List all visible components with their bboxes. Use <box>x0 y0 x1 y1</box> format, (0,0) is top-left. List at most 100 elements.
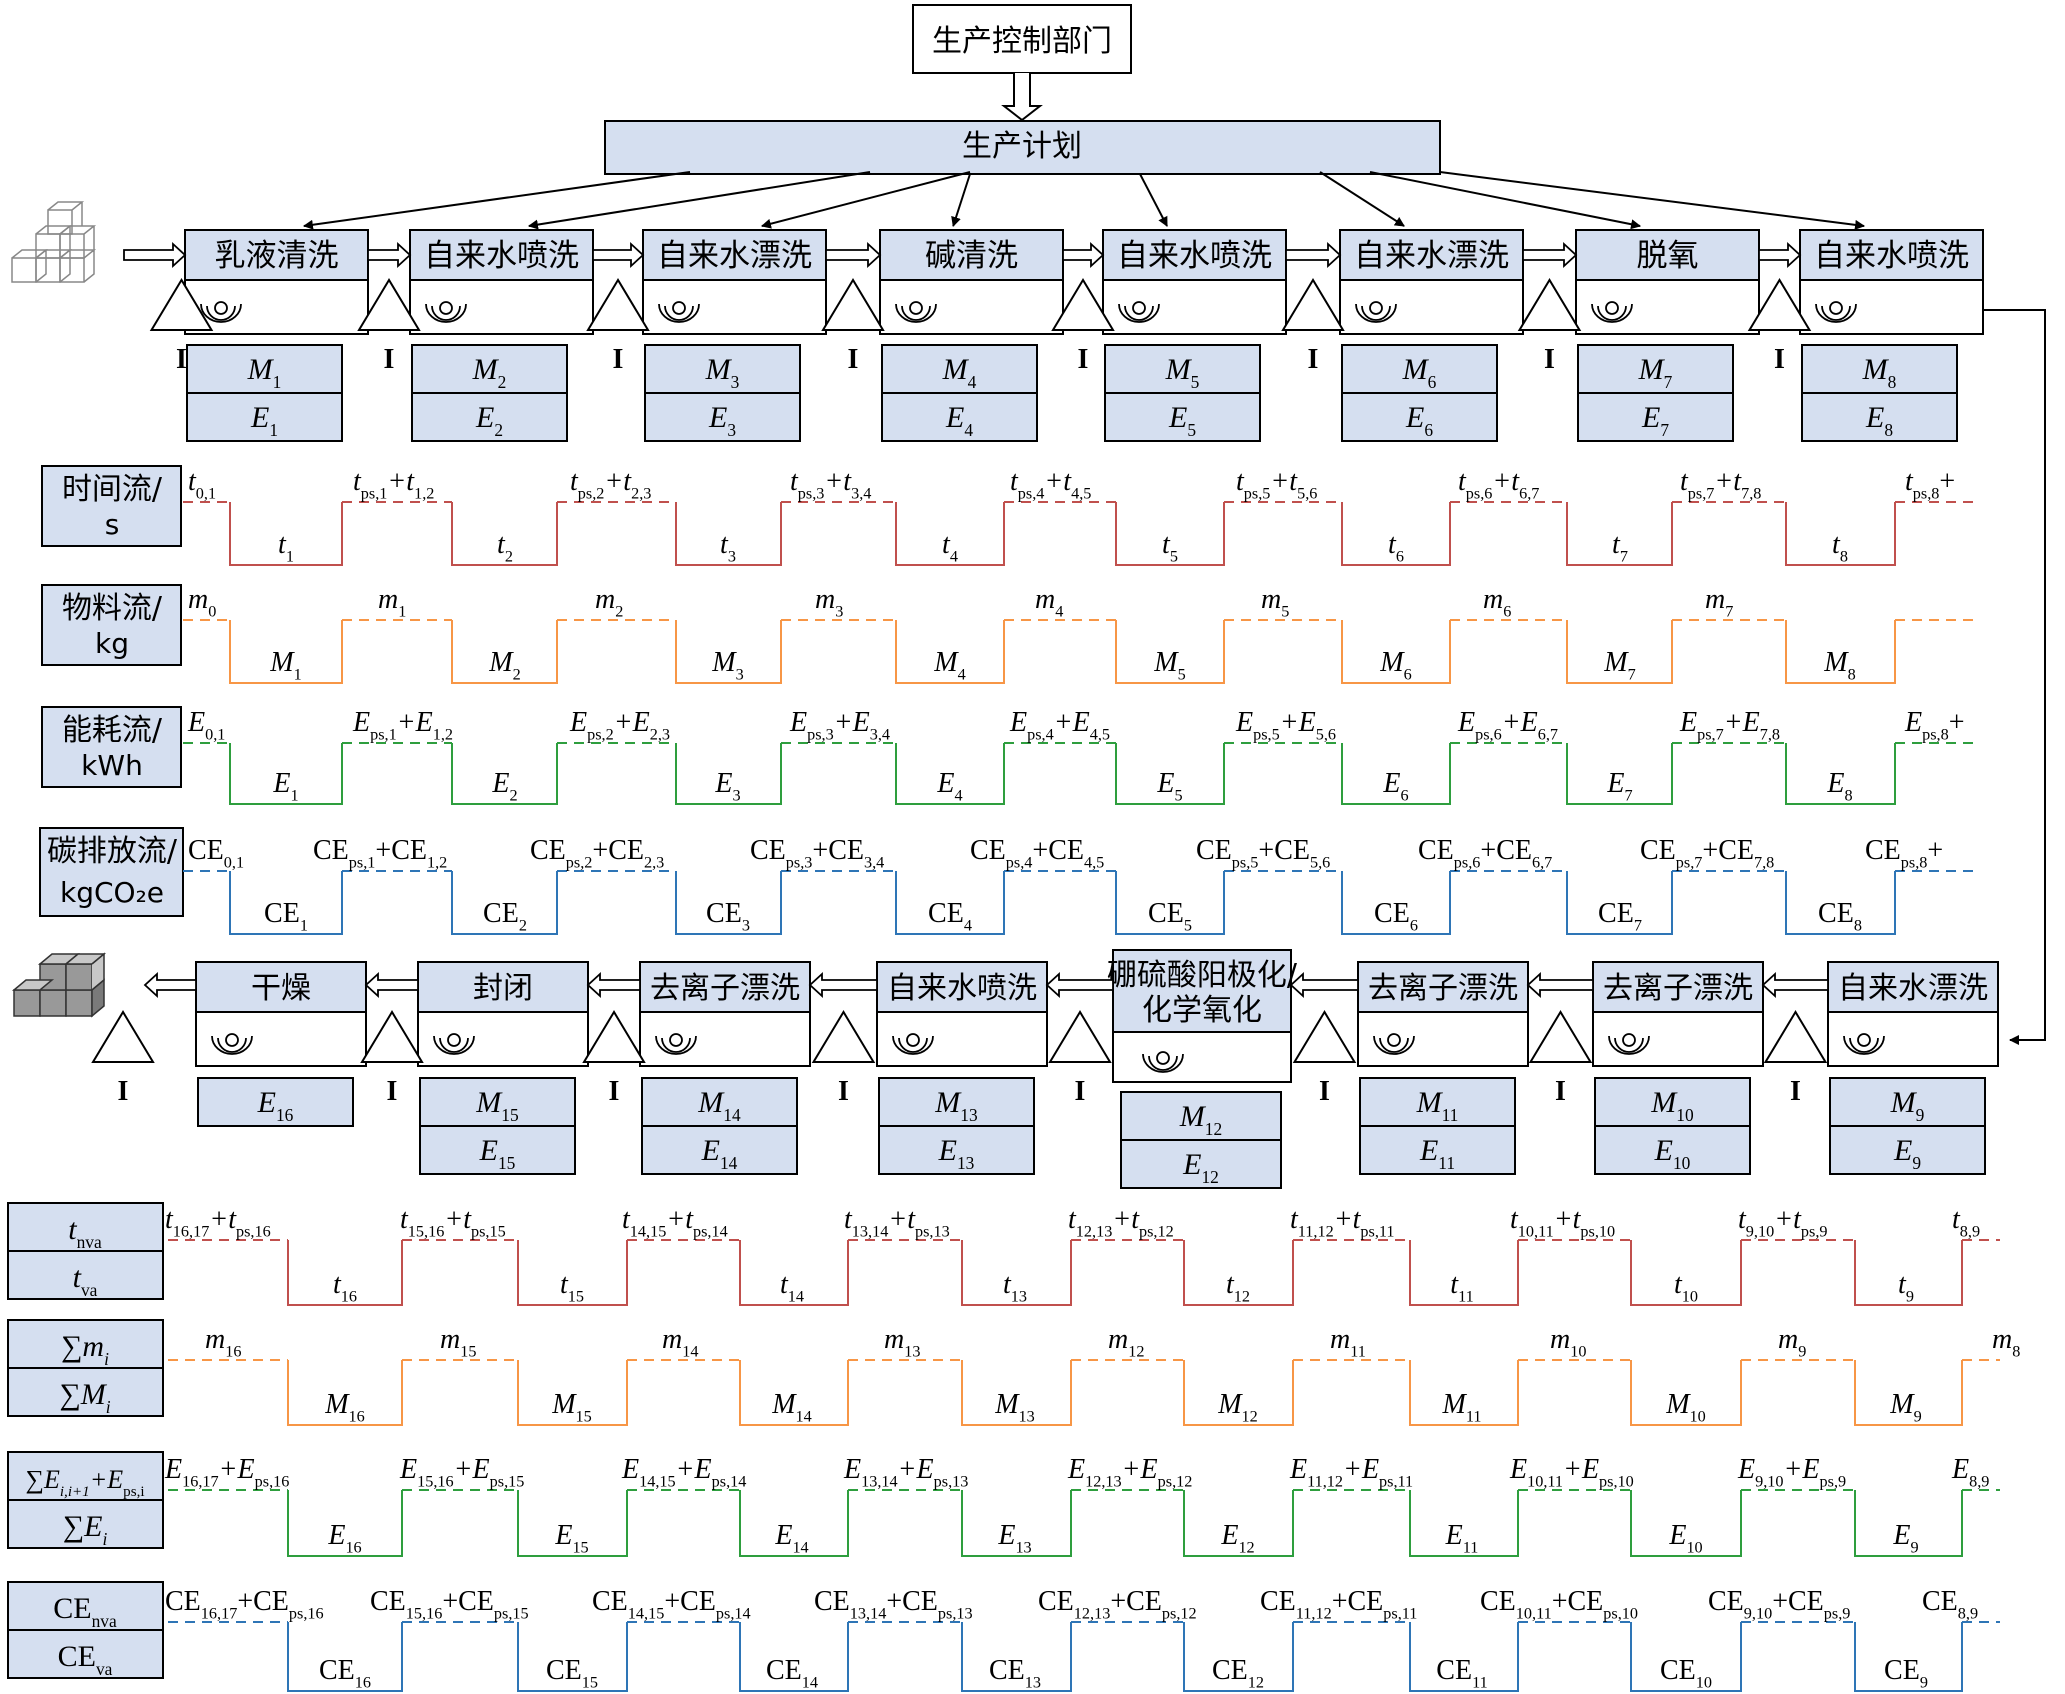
flow-nva-label: m14 <box>662 1324 698 1360</box>
va-segment <box>517 1490 628 1557</box>
va-segment <box>895 743 1005 805</box>
flow-nva-label: CE13,14+CEps,13 <box>814 1586 973 1622</box>
flow-nva-label: m9 <box>1778 1324 1806 1360</box>
energy-value: E12 <box>1182 1148 1219 1187</box>
row-label-top: tnva <box>68 1213 102 1252</box>
operator-icon <box>1142 1051 1184 1073</box>
push-arrow <box>825 241 882 269</box>
material-value: M6 <box>1402 353 1437 392</box>
flow-nva-label: m0 <box>188 584 216 620</box>
plan-arrow <box>302 171 691 230</box>
va-segment <box>739 1360 849 1426</box>
process-name: 硼硫酸阳极化/化学氧化 <box>1107 958 1298 1028</box>
inventory-triangle: I <box>360 1010 424 1107</box>
energy-value: E7 <box>1641 401 1669 440</box>
inventory-label: I <box>1544 344 1555 375</box>
material-value: M14 <box>697 1086 741 1125</box>
flow-nva-label: CEps,4+CE4,5 <box>970 835 1104 871</box>
flow-va-label: M1 <box>269 647 301 683</box>
flow-va-label: E1 <box>272 768 298 804</box>
energy-value: E16 <box>257 1086 294 1125</box>
flow-va-label: t2 <box>497 529 513 565</box>
va-segment <box>1115 871 1225 935</box>
flow-va-label: M2 <box>488 647 520 683</box>
inventory-label: I <box>1075 1076 1086 1107</box>
energy-value: E4 <box>945 401 973 440</box>
process-name: 自来水喷洗 <box>1117 238 1272 274</box>
process-name: 自来水漂洗 <box>1838 971 1988 1006</box>
energy-value: E10 <box>1654 1134 1691 1173</box>
inventory-triangle: I <box>821 278 885 375</box>
flow-va-label: t6 <box>1388 529 1404 565</box>
flow-nva-label: E0,1 <box>187 707 225 743</box>
flow-nva-label: CE9,10+CEps,9 <box>1708 1586 1850 1622</box>
flow-va-label: E13 <box>997 1520 1031 1556</box>
va-segment <box>895 502 1005 566</box>
raw-material-icon <box>11 201 97 283</box>
va-segment <box>287 1490 403 1557</box>
flow-va-label: CE11 <box>1436 1655 1487 1691</box>
va-segment <box>1409 1360 1519 1426</box>
flow-va-label: M14 <box>771 1389 812 1425</box>
production-control-label: 生产控制部门 <box>932 24 1112 59</box>
process-name: 自来水漂洗 <box>1354 238 1509 274</box>
material-value: M1 <box>247 353 282 392</box>
row-label-bottom: tva <box>73 1261 98 1300</box>
flow-nva-label: t15,16+tps,15 <box>400 1204 506 1240</box>
va-segment <box>1566 743 1673 805</box>
material-value: M10 <box>1650 1086 1694 1125</box>
flow-nva-label: CEps,5+CE5,6 <box>1196 835 1330 871</box>
va-segment <box>1341 743 1451 805</box>
va-segment <box>451 871 558 935</box>
push-arrow <box>367 241 412 269</box>
flow-nva-label: Eps,5+E5,6 <box>1235 707 1336 743</box>
flow-nva-label: Eps,8+ <box>1904 707 1965 743</box>
flow-va-label: M13 <box>994 1389 1035 1425</box>
row-label-bottom: ∑Ei <box>63 1510 108 1549</box>
flow-va-label: M8 <box>1823 647 1855 683</box>
inventory-triangle: I <box>1051 278 1115 375</box>
energy-value: E5 <box>1168 401 1196 440</box>
va-segment <box>961 1240 1072 1306</box>
va-segment <box>229 743 343 805</box>
flow-nva-label: m16 <box>205 1324 241 1360</box>
flow-nva-label: E10,11+Eps,10 <box>1509 1454 1634 1490</box>
operator-icon <box>1843 1033 1885 1055</box>
flow-va-label: M6 <box>1379 647 1411 683</box>
row-label-6: ∑mi∑Mi <box>7 1319 164 1417</box>
row-label-bottom: CEva <box>58 1640 113 1679</box>
push-arrow <box>1062 241 1105 269</box>
row-label-2: 物料流/kg <box>41 584 182 666</box>
row-label-top: ∑Ei,i+1+Eps,i <box>25 1465 144 1500</box>
va-segment <box>1630 1360 1742 1426</box>
row-label-7: ∑Ei,i+1+Eps,i ∑Ei <box>7 1451 164 1549</box>
material-value: M3 <box>705 353 740 392</box>
flow-nva-label: t13,14+tps,13 <box>844 1204 950 1240</box>
process-name: 自来水喷洗 <box>424 238 579 274</box>
va-segment <box>1785 620 1896 684</box>
va-segment <box>229 871 343 935</box>
flow-va-label: CE8 <box>1818 898 1862 934</box>
va-segment <box>1183 1360 1294 1426</box>
material-value: M15 <box>475 1086 519 1125</box>
inventory-triangle: I <box>586 278 650 375</box>
operator-icon <box>1591 301 1633 323</box>
